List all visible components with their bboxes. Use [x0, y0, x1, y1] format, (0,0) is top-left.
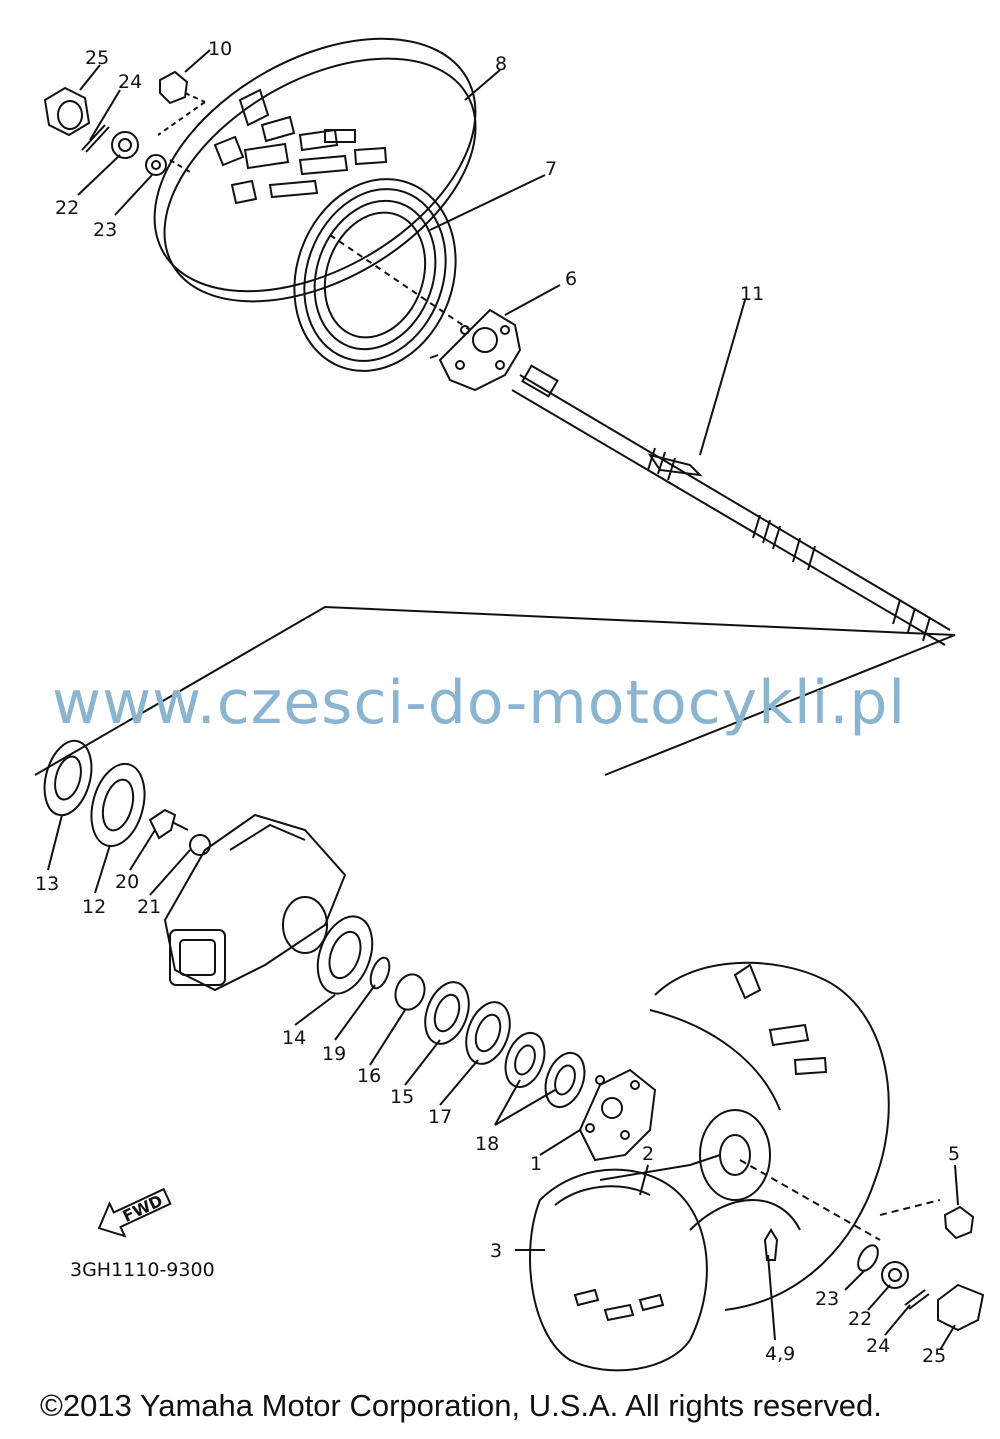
callout-22-bottom: 22 — [848, 1308, 872, 1330]
callout-13: 13 — [35, 873, 59, 895]
callout-8: 8 — [495, 53, 507, 75]
top-wheel-hub — [429, 308, 522, 392]
top-fasteners — [43, 70, 206, 176]
copyright-notice: ©2013 Yamaha Motor Corporation, U.S.A. A… — [40, 1388, 882, 1423]
callout-18: 18 — [475, 1133, 499, 1155]
callout-20: 20 — [115, 871, 139, 893]
callout-11: 11 — [740, 283, 764, 305]
bottom-wheel-hub — [578, 1068, 657, 1162]
callout-leaders — [47, 49, 959, 1351]
fwd-arrow-icon: FWD — [97, 1187, 172, 1238]
callout-17: 17 — [428, 1106, 452, 1128]
rear-axle — [511, 364, 951, 646]
callout-3: 3 — [490, 1240, 502, 1262]
top-wheel-tire — [153, 37, 477, 372]
callout-1: 1 — [530, 1153, 542, 1175]
bottom-wheel-tire — [529, 961, 890, 1372]
callout-23-top: 23 — [93, 219, 117, 241]
watermark-url: www.czesci-do-motocykli.pl — [52, 668, 907, 738]
middle-bearings — [316, 915, 586, 1109]
callout-12: 12 — [82, 896, 106, 918]
callout-25-top: 25 — [85, 47, 109, 69]
left-bearings — [43, 739, 211, 856]
callout-5: 5 — [948, 1143, 960, 1165]
callout-25-bottom: 25 — [922, 1345, 946, 1367]
callout-16: 16 — [357, 1065, 381, 1087]
fwd-label: FWD — [120, 1191, 166, 1226]
callout-2: 2 — [642, 1143, 654, 1165]
callout-24-bottom: 24 — [866, 1335, 890, 1357]
callout-23-bottom: 23 — [815, 1288, 839, 1310]
callout-7: 7 — [545, 158, 557, 180]
callout-6: 6 — [565, 268, 577, 290]
callout-24-top: 24 — [118, 71, 142, 93]
diagram-code: 3GH1110-9300 — [70, 1259, 215, 1281]
callout-19: 19 — [322, 1043, 346, 1065]
callout-22-top: 22 — [55, 197, 79, 219]
axle-housing — [163, 813, 347, 992]
callout-4-9: 4,9 — [765, 1343, 795, 1365]
callout-15: 15 — [390, 1086, 414, 1108]
callout-21: 21 — [137, 896, 161, 918]
callout-10: 10 — [208, 38, 232, 60]
callout-14: 14 — [282, 1027, 306, 1049]
bottom-fasteners — [763, 1205, 985, 1332]
